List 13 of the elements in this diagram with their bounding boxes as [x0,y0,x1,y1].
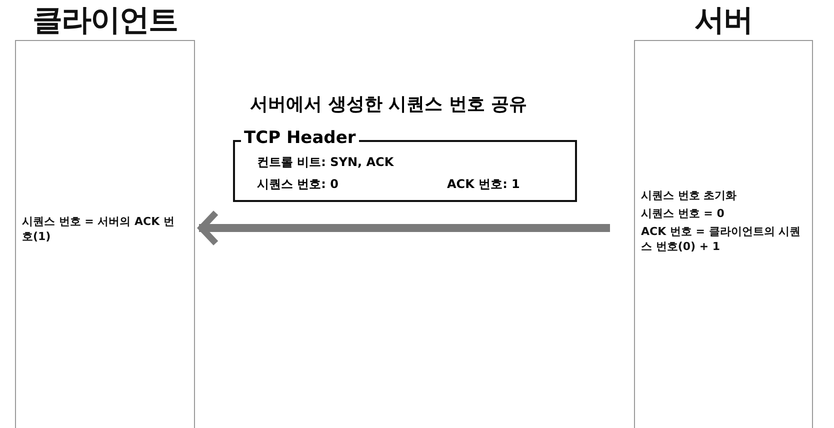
heading: 서버 [694,2,754,40]
field-text: 컨트롤 비트: SYN, ACK [257,154,394,171]
note-text: 시퀀스 번호 = 0 [641,207,726,222]
note-text: ACK 번호 = 클라이언트의 시퀀스 번호(0) + 1 [641,225,802,255]
host-box [15,40,195,428]
host-box [634,40,813,428]
heading: 클라이언트 [32,2,178,40]
node-label: 서버에서 생성한 시퀀스 번호 공유 [250,93,528,116]
field-text: ACK 번호: 1 [447,176,520,193]
note-text: 시퀀스 번호 초기화 [641,189,738,204]
field-text: 시퀀스 번호: 0 [257,176,339,193]
note-text: 시퀀스 번호 = 서버의 ACK 번호(1) [22,215,176,245]
arrow [198,210,610,246]
